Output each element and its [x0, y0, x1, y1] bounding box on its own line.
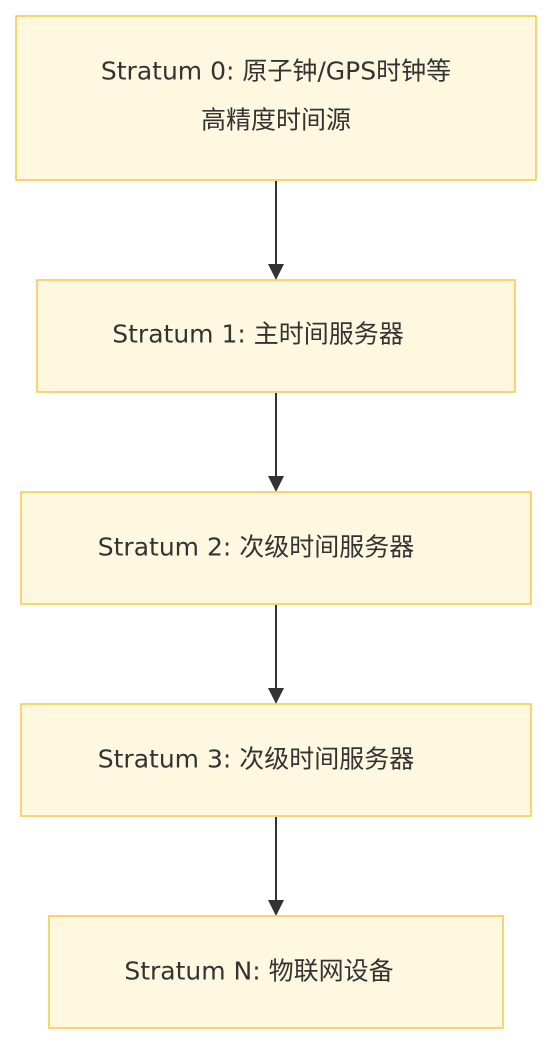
edge-stratum-1-to-2 [268, 393, 284, 492]
node-label-line-1: Stratum 0: 原子钟/GPS时钟等 [101, 57, 451, 86]
node-label: Stratum N: 物联网设备 [124, 957, 393, 986]
edge-stratum-2-to-3 [268, 605, 284, 704]
node-box [36, 279, 516, 393]
arrow-head-icon [268, 900, 284, 916]
node-stratum-n: Stratum N: 物联网设备 [48, 915, 504, 1029]
edge-stratum-0-to-1 [268, 181, 284, 280]
arrow-head-icon [268, 688, 284, 704]
node-box [20, 703, 532, 817]
arrow-head-icon [268, 476, 284, 492]
node-box [48, 915, 504, 1029]
node-label: Stratum 2: 次级时间服务器 [98, 533, 415, 562]
node-label-line-2: 高精度时间源 [201, 106, 351, 135]
node-stratum-2: Stratum 2: 次级时间服务器 [20, 491, 532, 605]
node-label: Stratum 3: 次级时间服务器 [98, 745, 415, 774]
edge-stratum-3-to-n [268, 817, 284, 916]
node-stratum-3: Stratum 3: 次级时间服务器 [20, 703, 532, 817]
node-stratum-1: Stratum 1: 主时间服务器 [36, 279, 516, 393]
node-stratum-0: Stratum 0: 原子钟/GPS时钟等 高精度时间源 [15, 15, 537, 181]
node-box [15, 15, 537, 181]
arrow-head-icon [268, 264, 284, 280]
node-label: Stratum 1: 主时间服务器 [112, 320, 404, 349]
node-box [20, 491, 532, 605]
